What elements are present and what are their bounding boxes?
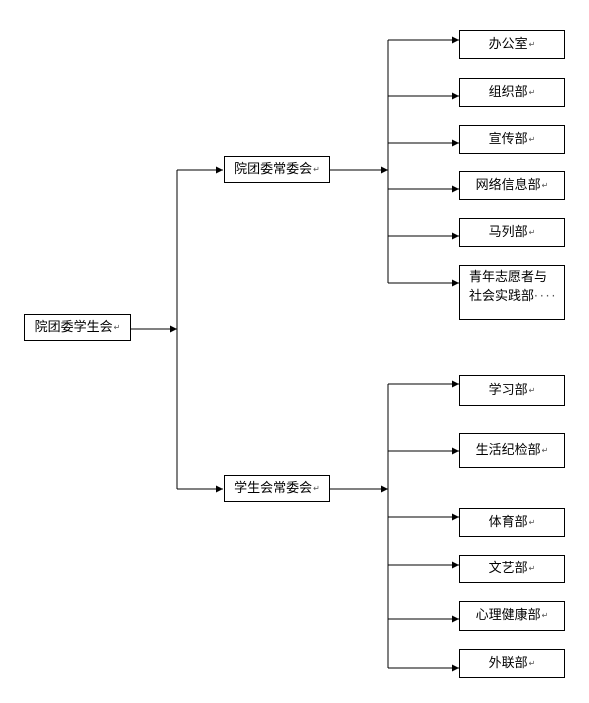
paragraph-return-icon: ↵ [528,134,536,144]
dept-label: 马列部 [488,224,528,240]
paragraph-return-icon: ↵ [541,180,549,190]
paragraph-return-icon: ↵ [528,87,536,97]
dept-node: 心理健康部↵ [459,601,565,631]
dept-label: 心理健康部 [475,608,541,623]
paragraph-return-icon: ↵ [541,445,549,455]
dept-label: 网络信息部 [475,177,541,193]
root-node: 院团委学生会↵ [24,314,131,341]
dept-label-line-1: 青年志愿者与 [469,270,548,285]
dept-node: 网络信息部↵ [459,171,565,200]
paragraph-return-icon: ↵ [528,564,536,573]
paragraph-return-icon: ↵ [528,39,536,49]
paragraph-return-icon: ↵ [528,227,536,237]
dept-label: 学习部 [488,382,528,398]
branch-label: 院团委常委会 [234,161,313,177]
dept-label: 生活纪检部 [475,442,541,458]
paragraph-return-icon: ↵ [528,517,536,527]
dept-node: 文艺部↵ [459,555,565,583]
paragraph-return-icon: ↵ [528,658,536,668]
dept-node: 外联部↵ [459,649,565,678]
dept-node: 体育部↵ [459,508,565,537]
root-label: 院团委学生会 [34,319,113,335]
branch-node-tuanwei: 院团委常委会↵ [224,156,330,183]
dept-node: 组织部↵ [459,78,565,107]
paragraph-return-icon: ↵ [528,385,536,395]
branch-label: 学生会常委会 [234,480,313,496]
paragraph-return-icon: ↵ [313,164,320,174]
dept-label: 宣传部 [488,131,528,147]
dept-node: 学习部↵ [459,375,565,406]
dept-label: 体育部 [488,514,528,530]
paragraph-return-icon: ↵ [113,322,121,332]
branch-node-xueshenghui: 学生会常委会↵ [224,475,330,502]
ellipsis: ···· [534,289,558,303]
dept-node: 办公室↵ [459,30,565,59]
dept-node-multiline: 青年志愿者与 社会实践部···· [459,265,565,320]
dept-label: 外联部 [488,655,528,671]
dept-label-line-2: 社会实践部 [469,289,535,304]
dept-node: 宣传部↵ [459,125,565,154]
dept-node: 生活纪检部↵ [459,433,565,468]
dept-node: 马列部↵ [459,218,565,247]
dept-label: 办公室 [488,36,528,52]
dept-label: 组织部 [488,84,528,100]
paragraph-return-icon: ↵ [313,483,320,493]
dept-label: 文艺部 [488,561,528,576]
paragraph-return-icon: ↵ [541,611,549,620]
